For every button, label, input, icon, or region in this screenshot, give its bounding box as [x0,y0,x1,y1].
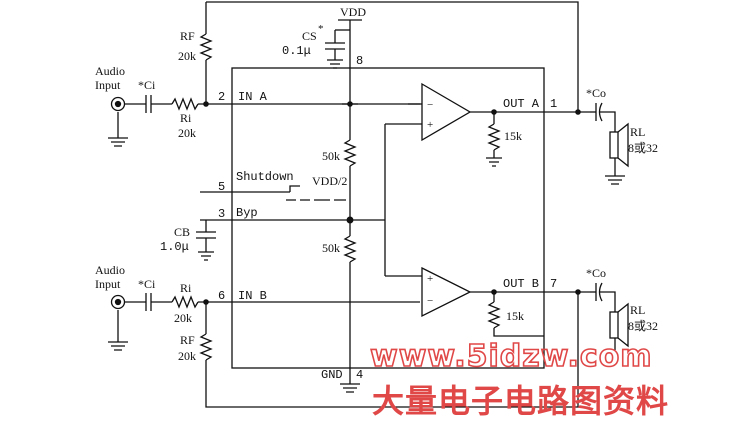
label-out-a: OUT A [503,97,540,111]
label-ri-b-val: 20k [174,311,192,325]
label-audio-b-1: Audio [95,263,125,277]
ground-ic [340,383,360,393]
speaker-a-body [609,131,619,159]
ground-speaker-a [605,175,625,185]
label-rf-top: RF [180,29,195,43]
label-cs: CS [302,29,317,43]
opamp-b [421,266,472,318]
label-rf-top-val: 20k [178,49,196,63]
label-vdd: VDD [340,5,366,19]
ground-15k-a [486,157,502,167]
label-vdd2: VDD/2 [312,174,347,188]
cap-co-a-plate-2 [598,102,603,122]
label-co-b: *Co [586,266,606,280]
label-ri-a: Ri [180,111,192,125]
label-audio-b-2: Input [95,277,121,291]
label-cs-val: 0.1μ [282,44,311,58]
label-audio-a-1: Audio [95,64,125,78]
label-in-a: IN A [238,90,268,104]
label-50k-bot: 50k [322,241,340,255]
resistor-15k-a [487,123,501,151]
label-gnd: GND [321,368,343,382]
label-ri-b: Ri [180,281,192,295]
label-15k-a: 15k [504,129,522,143]
label-ci-a: *Ci [138,78,156,92]
label-out-b: OUT B [503,277,539,291]
resistor-50k-bot [343,235,357,263]
label-cb-val: 1.0μ [160,240,189,254]
label-rl-b: RL [630,303,645,317]
label-pin8: 8 [356,54,363,68]
speaker-b-cone [617,302,629,348]
label-pin5: 5 [218,180,225,194]
label-rf-bot: RF [180,333,195,347]
svg-text:−: − [427,99,433,111]
label-shutdown: Shutdown [236,170,294,184]
opamp-a [421,82,472,142]
resistor-rf-bot [199,333,213,361]
label-in-b: IN B [238,289,267,303]
label-rf-bot-val: 20k [178,349,196,363]
wire-top-feedback [206,1,579,112]
resistor-ri-a [171,97,199,111]
label-pin3: 3 [218,207,225,221]
resistor-15k-b [487,301,501,329]
label-rl-b-val: 8或32 [628,319,658,333]
label-cs-star: * [318,23,324,35]
cap-co-b-plate-2 [598,282,603,302]
ic-body [231,67,545,369]
watermark-url: www.5idzw.com [370,339,653,374]
label-byp: Byp [236,206,258,220]
label-50k-top: 50k [322,149,340,163]
label-audio-a-2: Input [95,78,121,92]
label-rl-a-val: 8或32 [628,141,658,155]
label-pin6: 6 [218,289,225,303]
resistor-50k-top [343,139,357,167]
label-pin7: 7 [550,277,557,291]
speaker-a-cone [617,122,629,168]
resistor-ri-b [171,295,199,309]
label-pin2: 2 [218,90,225,104]
ground-input-a [108,137,128,147]
ground-cs [327,59,343,69]
label-pin1: 1 [550,97,557,111]
watermark-cn: 大量电子电路图资料 [372,382,669,420]
ground-cb [198,251,214,261]
label-15k-b: 15k [506,309,524,323]
cap-ci-b [145,293,152,311]
label-pin4: 4 [356,368,363,382]
label-co-a: *Co [586,86,606,100]
ground-input-b [108,341,128,351]
wire-bottom-feedback [205,292,579,408]
svg-text:+: + [427,119,433,131]
cap-ci-a [145,95,152,113]
label-ri-a-val: 20k [178,126,196,140]
speaker-b-body [609,311,619,339]
svg-text:−: − [427,295,433,307]
resistor-rf-top [199,33,213,61]
label-ci-b: *Ci [138,277,156,291]
svg-text:+: + [427,273,433,285]
label-cb: CB [174,225,190,239]
label-rl-a: RL [630,125,645,139]
